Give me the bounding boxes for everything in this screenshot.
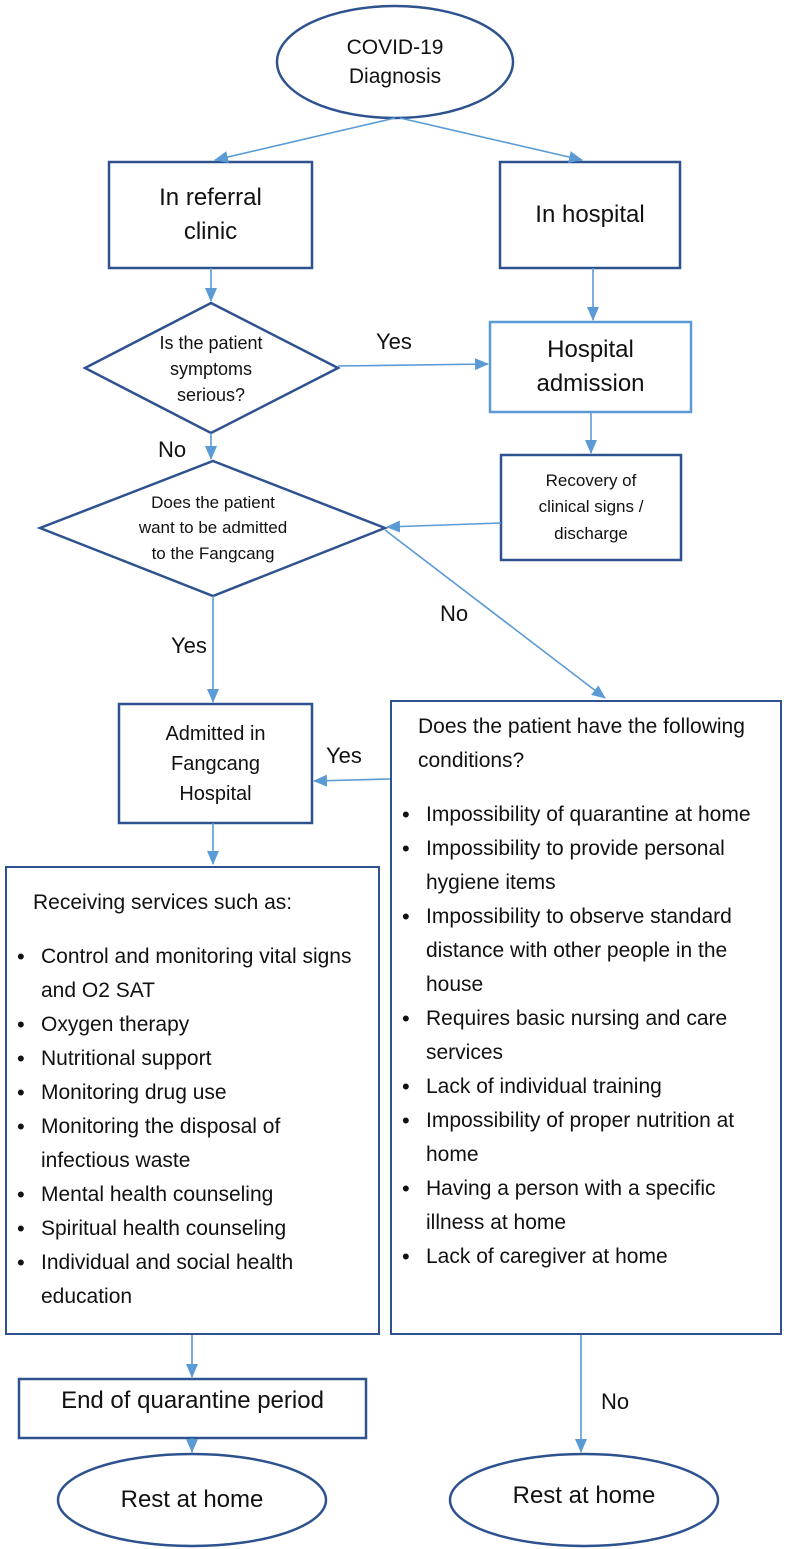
serious-question-node: Is the patient symptoms serious?	[131, 328, 291, 410]
conditions-item-caregiver: Lack of caregiver at home	[402, 1240, 766, 1274]
diagnosis-node: COVID-19 Diagnosis	[290, 30, 500, 94]
rest-home-left-line-1: Rest at home	[120, 1486, 264, 1514]
services-item-spiritual-health: Spiritual health counseling	[17, 1212, 364, 1246]
serious-question-line-3: serious?	[176, 385, 246, 406]
conditions-item-quarantine: Impossibility of quarantine at home	[402, 798, 766, 832]
arrow-conditions-yes-to-admitted	[313, 774, 391, 787]
hospital-admission-node: Hospital admission	[490, 322, 691, 412]
admitted-fangcang-node: Admitted in Fangcang Hospital	[119, 704, 312, 823]
fangcang-question-line-3: to the Fangcang	[151, 543, 275, 563]
arrow-recovery-to-fangcang	[386, 520, 502, 533]
services-item-mental-health: Mental health counseling	[17, 1178, 364, 1212]
recovery-shape	[499, 453, 683, 562]
in-hospital-node: In hospital	[500, 162, 680, 268]
admitted-fangcang-shape	[117, 702, 314, 825]
conditions-item-nursing: Requires basic nursing and care services	[402, 1002, 766, 1070]
label-fangcang-no: No	[440, 601, 469, 626]
conditions-item-training: Lack of individual training	[402, 1070, 766, 1104]
referral-clinic-line-1: In referral	[159, 184, 262, 212]
services-item-education: Individual and social health education	[17, 1246, 364, 1314]
conditions-item-illness: Having a person with a specific illness …	[402, 1172, 766, 1240]
diagnosis-line-2: Diagnosis	[348, 65, 442, 88]
admitted-fangcang-line-2: Fangcang	[171, 752, 260, 775]
hospital-admission-shape	[488, 320, 693, 414]
end-quarantine-line-1: End of quarantine period	[61, 1387, 324, 1415]
rest-home-right-shape	[448, 1452, 720, 1548]
arrow-diagnosis-to-hospital	[399, 117, 583, 163]
fangcang-question-line-1: Does the patient	[151, 492, 275, 512]
conditions-panel-title: Does the patient have the following cond…	[418, 715, 745, 772]
conditions-item-hygiene: Impossibility to provide personal hygien…	[402, 832, 766, 900]
end-quarantine-node: End of quarantine period	[19, 1379, 366, 1423]
arrow-serious-yes-to-admission	[337, 358, 489, 371]
conditions-panel: Does the patient have the following cond…	[390, 700, 782, 1335]
conditions-item-nutrition: Impossibility of proper nutrition at hom…	[402, 1104, 766, 1172]
referral-clinic-node: In referral clinic	[109, 162, 312, 268]
services-item-oxygen: Oxygen therapy	[17, 1008, 364, 1042]
label-serious-no: No	[158, 437, 187, 462]
label-conditions-no: No	[601, 1389, 630, 1414]
recovery-line-3: discharge	[554, 523, 628, 543]
recovery-node: Recovery of clinical signs / discharge	[501, 455, 681, 560]
label-fangcang-yes: Yes	[171, 633, 207, 658]
services-panel: Receiving services such as: Control and …	[5, 866, 380, 1335]
conditions-item-distance: Impossibility to observe standard distan…	[402, 900, 766, 1002]
label-serious-yes: Yes	[376, 329, 412, 354]
recovery-line-1: Recovery of	[545, 470, 637, 490]
services-list: Control and monitoring vital signs and O…	[17, 940, 364, 1314]
services-item-vital-signs: Control and monitoring vital signs and O…	[17, 940, 364, 1008]
in-hospital-shape	[498, 160, 682, 270]
in-hospital-line-1: In hospital	[535, 201, 645, 229]
services-item-drug-use: Monitoring drug use	[17, 1076, 364, 1110]
services-item-waste: Monitoring the disposal of infectious wa…	[17, 1110, 364, 1178]
services-panel-title: Receiving services such as:	[33, 891, 293, 914]
fangcang-question-node: Does the patient want to be admitted to …	[113, 488, 313, 568]
referral-clinic-line-2: clinic	[183, 218, 238, 245]
conditions-list: Impossibility of quarantine at home Impo…	[402, 798, 766, 1274]
arrow-fangcang-no-to-conditions	[384, 529, 606, 699]
rest-home-right-line-1: Rest at home	[512, 1482, 656, 1510]
rest-home-left-shape	[56, 1452, 328, 1548]
rest-home-left-node: Rest at home	[58, 1478, 326, 1522]
rest-home-right-node: Rest at home	[450, 1474, 718, 1518]
arrow-diagnosis-to-referral	[214, 117, 396, 163]
label-conditions-yes: Yes	[326, 743, 362, 768]
recovery-line-2: clinical signs /	[538, 497, 644, 517]
hospital-admission-line-1: Hospital	[547, 336, 634, 364]
admitted-fangcang-line-1: Admitted in	[165, 722, 266, 745]
serious-question-line-2: symptoms	[169, 358, 252, 379]
services-item-nutrition: Nutritional support	[17, 1042, 364, 1076]
referral-clinic-shape	[107, 160, 314, 270]
admitted-fangcang-line-3: Hospital	[179, 782, 252, 805]
fangcang-question-line-2: want to be admitted	[138, 518, 288, 538]
diagnosis-line-1: COVID-19	[346, 35, 444, 59]
hospital-admission-line-2: admission	[536, 370, 645, 397]
serious-question-line-1: Is the patient	[159, 332, 263, 353]
end-quarantine-shape	[17, 1377, 368, 1440]
